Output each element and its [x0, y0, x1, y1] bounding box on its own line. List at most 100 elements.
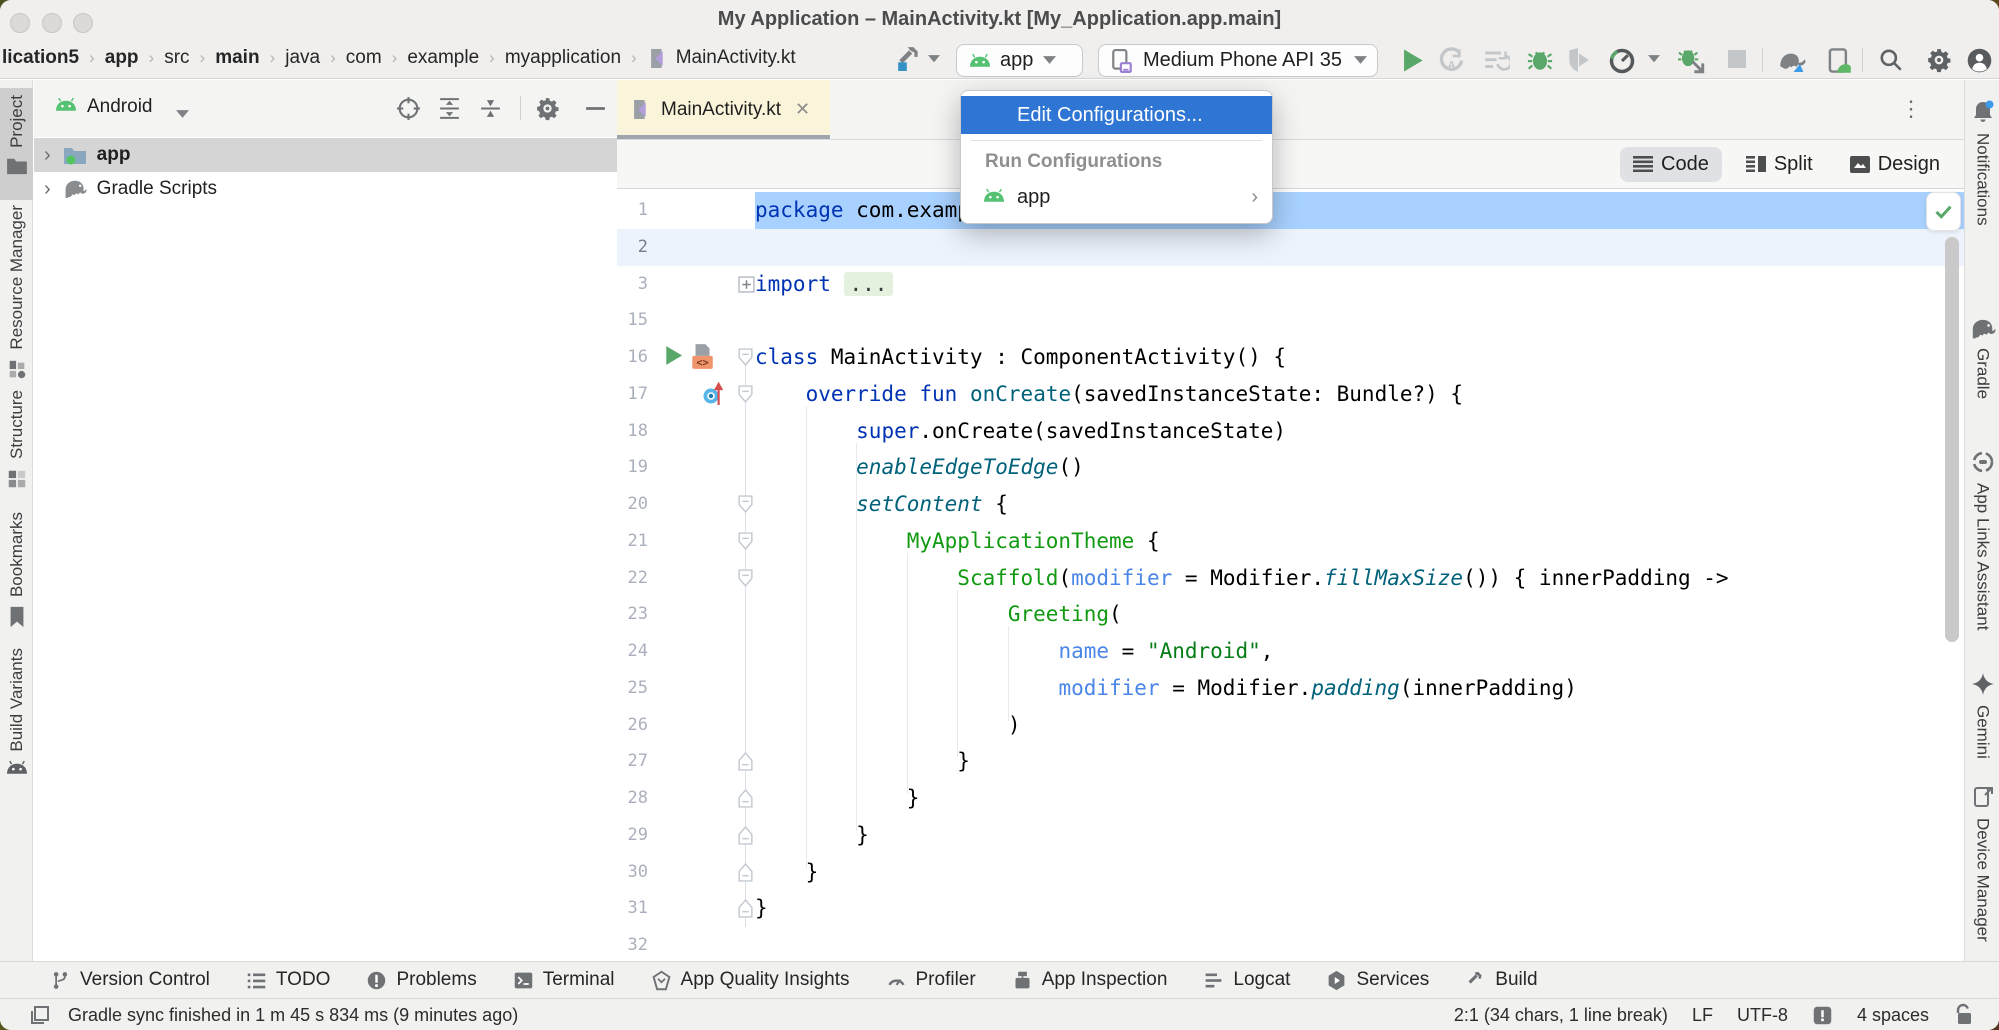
minimize-window-button[interactable] [42, 13, 62, 33]
unfold-plus-icon[interactable] [738, 275, 755, 297]
code-line[interactable]: 21 MyApplicationTheme { [617, 523, 1964, 560]
stripe-button-bookmarks[interactable]: Bookmarks [0, 512, 33, 628]
stripe-button-device-manager[interactable]: Device Manager [1965, 785, 1999, 942]
stripe-button-project[interactable]: Project [0, 95, 33, 175]
tool-window-button-problems[interactable]: Problems [366, 969, 477, 991]
fold-marker-icon[interactable] [738, 495, 753, 518]
view-toggle-design[interactable]: Design [1837, 147, 1953, 182]
view-toggle-code[interactable]: Code [1620, 146, 1722, 182]
close-tab-icon[interactable]: ✕ [795, 99, 811, 119]
indent-setting[interactable]: 4 spaces [1856, 1004, 1929, 1025]
stripe-button-build-variants[interactable]: Build Variants [0, 648, 33, 774]
collapse-all-icon[interactable] [478, 96, 503, 126]
fold-marker-icon[interactable] [738, 752, 753, 775]
stop-button[interactable] [1725, 47, 1749, 71]
gradle-sync-icon[interactable] [1778, 47, 1808, 74]
fold-marker-icon[interactable] [738, 568, 753, 592]
code-line[interactable]: 28 } [617, 780, 1964, 817]
menu-item-app[interactable]: app › [961, 179, 1272, 215]
tree-item-gradle-scripts[interactable]: ›Gradle Scripts [34, 172, 617, 206]
tool-window-button-build[interactable]: Build [1465, 969, 1538, 991]
close-window-button[interactable] [10, 13, 30, 33]
breadcrumb-item[interactable]: lication5 [2, 47, 80, 68]
search-everywhere-icon[interactable] [1878, 47, 1904, 73]
code-line[interactable]: 30 } [617, 854, 1964, 891]
code-line[interactable]: 32 [617, 927, 1964, 961]
expand-chevron-icon[interactable]: › [44, 177, 51, 200]
encoding[interactable]: UTF-8 [1736, 1004, 1788, 1025]
tool-window-button-version-control[interactable]: Version Control [50, 969, 210, 991]
breadcrumb-item[interactable]: MainActivity.kt [675, 47, 796, 68]
tree-item-app[interactable]: ›app [34, 138, 617, 172]
code-line[interactable]: 18 super.onCreate(savedInstanceState) [617, 413, 1964, 450]
code-line[interactable]: 15 [617, 302, 1964, 339]
breadcrumb-item[interactable]: myapplication [504, 47, 622, 68]
tool-window-button-todo[interactable]: TODO [246, 969, 330, 991]
code-line[interactable]: 20 setContent { [617, 486, 1964, 523]
fold-marker-icon[interactable] [738, 532, 753, 555]
breadcrumb-item[interactable]: src [164, 47, 190, 68]
select-opened-file-icon[interactable] [396, 96, 421, 126]
code-line[interactable]: 24 name = "Android", [617, 633, 1964, 670]
code-line[interactable]: 2 [617, 229, 1964, 266]
device-manager-icon[interactable] [1826, 47, 1851, 74]
device-selector[interactable]: Medium Phone API 35 [1098, 44, 1378, 77]
breadcrumb-item[interactable]: java [285, 47, 321, 68]
tool-window-button-app-inspection[interactable]: App Inspection [1012, 969, 1167, 991]
menu-item-edit-configurations[interactable]: Edit Configurations... [961, 96, 1272, 134]
breadcrumb-item[interactable]: com [345, 47, 382, 68]
editor-options-kebab-icon[interactable]: ⋮ [1900, 96, 1922, 121]
fold-marker-icon[interactable] [738, 348, 753, 371]
stripe-button-resource-manager[interactable]: Resource Manager [0, 205, 33, 381]
run-button[interactable] [1399, 47, 1426, 74]
project-view-selector[interactable]: Android [87, 96, 153, 117]
scrollbar-thumb[interactable] [1945, 237, 1959, 642]
tool-window-button-services[interactable]: Services [1326, 969, 1429, 991]
fold-marker-icon[interactable] [738, 862, 753, 886]
expand-chevron-icon[interactable]: › [44, 143, 51, 166]
tab-mainactivity[interactable]: MainActivity.kt ✕ [617, 80, 830, 139]
code-line[interactable]: 25 modifier = Modifier.padding(innerPadd… [617, 670, 1964, 707]
stripe-button-app-links-assistant[interactable]: App Links Assistant [1965, 450, 1999, 630]
inspection-status-widget[interactable] [1926, 192, 1961, 231]
build-dropdown-chevron-icon[interactable] [928, 55, 940, 63]
run-configuration-selector[interactable]: app [956, 44, 1083, 77]
tool-window-button-app-quality-insights[interactable]: App Quality Insights [651, 969, 850, 991]
code-line[interactable]: 16<>class MainActivity : ComponentActivi… [617, 339, 1964, 376]
code-line[interactable]: 29 } [617, 817, 1964, 854]
profile-avatar-icon[interactable] [1966, 47, 1993, 74]
run-class-icon[interactable] [662, 344, 685, 371]
expand-all-icon[interactable] [437, 96, 462, 126]
code-line[interactable]: 26 ) [617, 707, 1964, 744]
breadcrumb-item[interactable]: main [215, 47, 260, 68]
caret-position[interactable]: 2:1 (34 chars, 1 line break) [1453, 1004, 1668, 1025]
unlock-icon[interactable] [1953, 1003, 1975, 1027]
code-line[interactable]: 27 } [617, 743, 1964, 780]
override-icon[interactable] [701, 381, 725, 411]
fold-marker-icon[interactable] [738, 788, 753, 812]
build-hammer-icon[interactable] [896, 45, 922, 71]
profiler-chevron-icon[interactable] [1648, 55, 1660, 63]
fold-marker-icon[interactable] [738, 385, 753, 408]
debug-button[interactable] [1527, 47, 1553, 73]
stripe-button-gradle[interactable]: Gradle [1965, 318, 1999, 399]
tool-window-button-terminal[interactable]: Terminal [513, 969, 615, 991]
stripe-button-structure[interactable]: Structure [0, 390, 33, 490]
profiler-gauge-icon[interactable] [1608, 47, 1636, 75]
tool-window-button-profiler[interactable]: Profiler [886, 969, 976, 991]
apply-code-changes-icon[interactable] [1483, 47, 1510, 74]
breadcrumb-item[interactable]: app [104, 47, 139, 68]
profile-app-icon[interactable] [1565, 47, 1591, 73]
notification-badge-icon[interactable] [1812, 1005, 1833, 1026]
code-line[interactable]: 22 Scaffold(modifier = Modifier.fillMaxS… [617, 560, 1964, 597]
layout-icon[interactable] [28, 1003, 52, 1027]
panel-settings-gear-icon[interactable] [535, 96, 560, 126]
attach-debugger-icon[interactable] [1678, 47, 1705, 74]
code-line[interactable]: 17 override fun onCreate(savedInstanceSt… [617, 376, 1964, 413]
settings-gear-icon[interactable] [1926, 47, 1952, 73]
maximize-window-button[interactable] [73, 13, 93, 33]
code-line[interactable]: 31} [617, 890, 1964, 927]
fold-marker-icon[interactable] [738, 899, 753, 922]
